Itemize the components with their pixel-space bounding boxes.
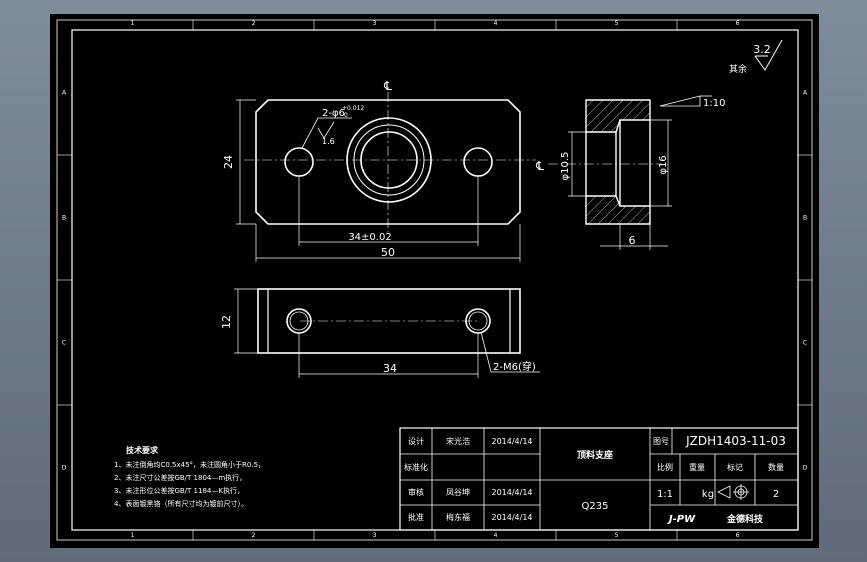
front-view-outline [257, 288, 521, 354]
zone-col-top-2: 2 [252, 20, 256, 27]
taper-callout: 1:10 [703, 98, 725, 109]
boss-outer-circle [346, 117, 432, 203]
zone-row-right-B: B [803, 215, 807, 222]
zone-col-top-1: 1 [131, 20, 135, 27]
top-length-dim: 50 [381, 246, 395, 259]
sheet-background [50, 14, 819, 548]
section-outer-diameter: φ16 [658, 155, 669, 174]
tech-req-item-3: 3、未注形位公差按GB/T 1184—K执行， [114, 486, 244, 495]
zone-col-bottom-6: 6 [736, 532, 740, 539]
zone-row-left-C: C [62, 340, 66, 347]
centerline-mark-top: ℄ [383, 79, 392, 93]
section-view: ℄ 1:10 φ10.5 φ16 [535, 95, 725, 250]
tb-projection-label: 标记 [727, 462, 743, 472]
top-view-outline [255, 99, 521, 225]
zone-col-top-3: 3 [373, 20, 377, 27]
hole-callout: 2-φ6 [322, 108, 345, 119]
tb-qty-label: 数量 [768, 462, 784, 472]
section-depth-dim: 6 [629, 234, 636, 247]
tb-weight-unit: kg [702, 489, 714, 500]
zone-row-left-B: B [62, 215, 66, 222]
tb-review-date: 2014/4/14 [491, 488, 532, 497]
zone-row-right-D: D [803, 465, 808, 472]
tech-req-item-2: 2、未注尺寸公差按GB/T 1804—m执行， [114, 473, 246, 482]
front-view: 12 34 2-M6(穿) [220, 288, 540, 378]
zone-row-right-C: C [803, 340, 807, 347]
projection-symbol [717, 484, 749, 500]
section-inner-diameter: φ10.5 [560, 152, 571, 181]
tb-designer: 宋光浩 [446, 436, 470, 446]
hole-tolerance-upper: +0.012 [342, 105, 364, 112]
tb-part-name: 顶料支座 [577, 449, 613, 461]
roughness-value: 3.2 [753, 43, 771, 56]
tb-material: Q235 [582, 501, 609, 512]
hole-roughness-value: 1.6 [322, 137, 335, 146]
center-bore [360, 131, 418, 189]
tb-scale: 1:1 [657, 489, 673, 500]
roughness-symbol: 其余 3.2 [729, 39, 783, 75]
hole-roughness-symbol [317, 121, 335, 139]
thread-callout: 2-M6(穿) [493, 360, 536, 373]
front-height-dim: 12 [220, 315, 233, 329]
zone-col-top-4: 4 [494, 20, 498, 27]
tb-company-logo: J-PW [667, 514, 696, 525]
tb-company: 金德科技 [726, 513, 764, 525]
tb-weight-label: 重量 [689, 462, 705, 472]
zone-row-right-A: A [803, 90, 808, 97]
hole-tolerance-lower: 0 [344, 112, 348, 119]
top-pitch-dim: 34±0.02 [348, 232, 391, 243]
technical-requirements: 技术要求 1、未注倒角均C0.5x45°，未注圆角小于R0.5， 2、未注尺寸公… [114, 445, 265, 508]
centerline-mark-section: ℄ [535, 159, 544, 173]
tb-design-date: 2014/4/14 [491, 437, 532, 446]
tb-approve-label: 批准 [408, 512, 424, 522]
tech-req-item-4: 4、表面镀黑铬（所有尺寸均为镀前尺寸）。 [114, 499, 248, 508]
tb-scale-label: 比例 [657, 462, 673, 472]
tb-design-label: 设计 [408, 436, 424, 446]
zone-col-bottom-3: 3 [373, 532, 377, 539]
front-pitch-dim: 34 [383, 362, 397, 375]
roughness-label: 其余 [729, 63, 747, 75]
tb-drawing-no-label: 图号 [653, 437, 669, 446]
zone-col-bottom-2: 2 [252, 532, 256, 539]
tech-req-item-1: 1、未注倒角均C0.5x45°，未注圆角小于R0.5， [114, 460, 265, 469]
zone-row-left-A: A [62, 90, 67, 97]
tech-req-title: 技术要求 [126, 445, 159, 455]
top-view: ℄ 2-φ6 +0.012 0 1.6 24 34±0.02 [222, 79, 536, 262]
zone-col-top-6: 6 [736, 20, 740, 27]
tb-standard-label: 标准化 [404, 462, 428, 472]
boss-inner-circle [353, 124, 425, 196]
zone-row-left-D: D [62, 465, 67, 472]
tb-reviewer: 凤谷坤 [446, 487, 470, 497]
zone-col-bottom-1: 1 [131, 532, 135, 539]
top-height-dim: 24 [222, 155, 235, 169]
tb-approve-date: 2014/4/14 [491, 513, 532, 522]
zone-col-bottom-5: 5 [615, 532, 619, 539]
tb-approver: 梅东福 [446, 512, 470, 522]
title-block: 设计 宋光浩 2014/4/14 标准化 审核 凤谷坤 2014/4/14 批准… [399, 427, 799, 531]
tb-drawing-no: JZDH1403-11-03 [685, 434, 786, 448]
zone-col-top-5: 5 [615, 20, 619, 27]
tb-qty: 2 [773, 489, 779, 500]
tb-review-label: 审核 [408, 487, 424, 497]
zone-col-bottom-4: 4 [494, 532, 498, 539]
